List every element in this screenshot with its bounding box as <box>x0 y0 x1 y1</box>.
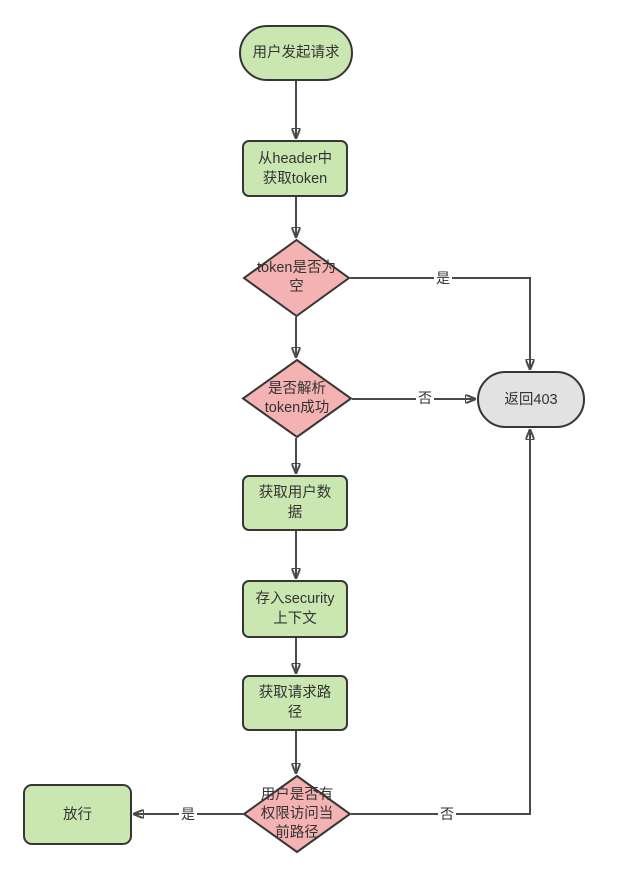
node-get-token: 从header中 获取token <box>242 140 348 197</box>
node-get-user-data: 获取用户数 据 <box>242 475 348 531</box>
node-pass: 放行 <box>23 784 132 845</box>
node-check-permission-decision: 用户是否有 权限访问当 前路径 <box>242 774 352 854</box>
diamond-shape <box>241 358 353 439</box>
diamond-shape <box>242 238 351 318</box>
node-check-permission-label: 用户是否有 权限访问当 前路径 <box>260 786 334 841</box>
node-token-empty-decision: token是否为 空 <box>242 238 351 318</box>
edge-label-parse-token-no: 否 <box>416 390 434 406</box>
node-get-path: 获取请求路 径 <box>242 675 348 731</box>
edge-label-token-empty-yes: 是 <box>434 270 452 286</box>
edge-label-permission-no: 否 <box>438 806 456 822</box>
node-start: 用户发起请求 <box>239 25 353 81</box>
edge-label-permission-yes: 是 <box>179 806 197 822</box>
node-parse-token-label: 是否解析 token成功 <box>264 380 330 416</box>
node-return-403: 返回403 <box>477 371 585 428</box>
edge-permission-no-to-403 <box>351 430 530 815</box>
edge-tokenempty-yes-to-403 <box>350 277 530 369</box>
node-store-security: 存入security 上下文 <box>242 580 348 638</box>
node-parse-token-decision: 是否解析 token成功 <box>241 358 353 439</box>
diamond-shape <box>242 774 352 854</box>
node-token-empty-label: token是否为 空 <box>257 260 336 295</box>
